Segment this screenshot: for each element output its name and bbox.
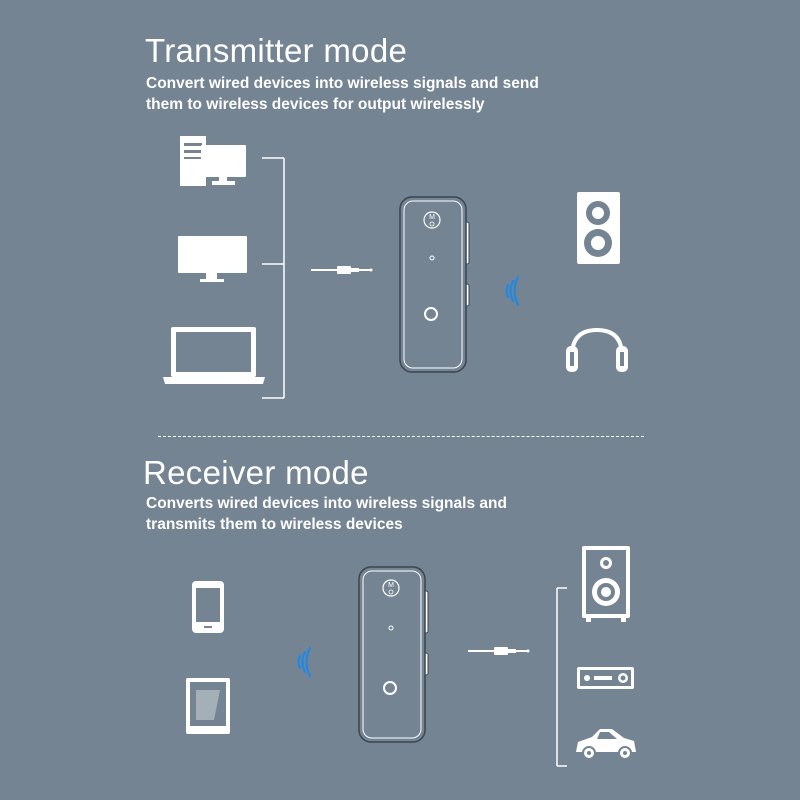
transmitter-mode-description: Convert wired devices into wireless sign… [146, 73, 539, 115]
transmitter-mode-title: Transmitter mode [145, 32, 408, 69]
receiver-description-line-2: transmits them to wireless devices [146, 516, 403, 533]
tablet-icon [186, 678, 230, 734]
speaker-icon [577, 192, 620, 264]
receiver-output-bracket [556, 587, 567, 767]
car-icon [576, 729, 636, 760]
transmitter-source-bracket [262, 157, 285, 399]
transmitter-description-line-1: Convert wired devices into wireless sign… [146, 75, 539, 92]
receiver-mode-title: Receiver mode [143, 454, 369, 491]
laptop-icon [163, 327, 265, 384]
bluetooth-adapter-icon: M [399, 196, 470, 373]
audio-cable-icon [468, 647, 530, 655]
multi-function-button-label: M [429, 214, 435, 221]
monitor-icon [178, 236, 247, 282]
multi-function-button-label: M [388, 582, 394, 589]
receiver-description-line-1: Converts wired devices into wireless sig… [146, 495, 507, 512]
section-divider [158, 436, 644, 437]
bluetooth-adapter-icon: M [358, 566, 429, 743]
amplifier-icon [577, 667, 634, 689]
hifi-speaker-icon [582, 546, 630, 622]
receiver-mode-description: Converts wired devices into wireless sig… [146, 493, 507, 535]
wireless-signal-icon [297, 646, 312, 678]
wireless-signal-icon [505, 275, 520, 307]
desktop-computer-icon [180, 136, 246, 186]
smartphone-icon [192, 581, 224, 633]
headphones-icon [566, 327, 628, 372]
audio-cable-icon [311, 266, 373, 274]
transmitter-description-line-2: them to wireless devices for output wire… [146, 96, 485, 113]
